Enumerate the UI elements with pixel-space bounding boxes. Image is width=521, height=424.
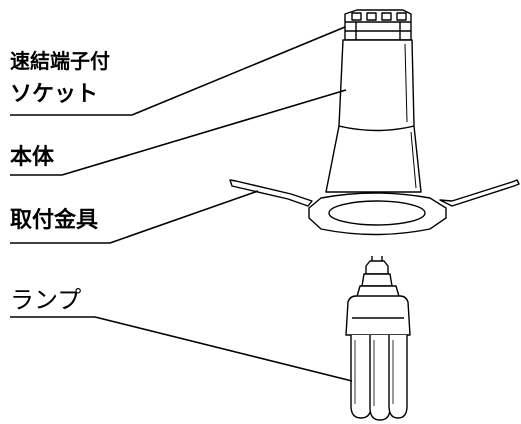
- flange: [308, 192, 447, 236]
- label-body: 本体: [10, 145, 55, 170]
- label-bracket: 取付金具: [10, 208, 99, 233]
- leader-lines: [10, 26, 353, 382]
- mounting-bracket: [229, 179, 520, 207]
- label-lamp: ランプ: [10, 286, 82, 314]
- label-socket-line1: 速結端子付: [10, 49, 110, 73]
- socket-terminal: [344, 9, 412, 41]
- label-socket-line2: ソケット: [10, 82, 99, 107]
- housing-body: [325, 39, 422, 193]
- lamp: [345, 256, 411, 421]
